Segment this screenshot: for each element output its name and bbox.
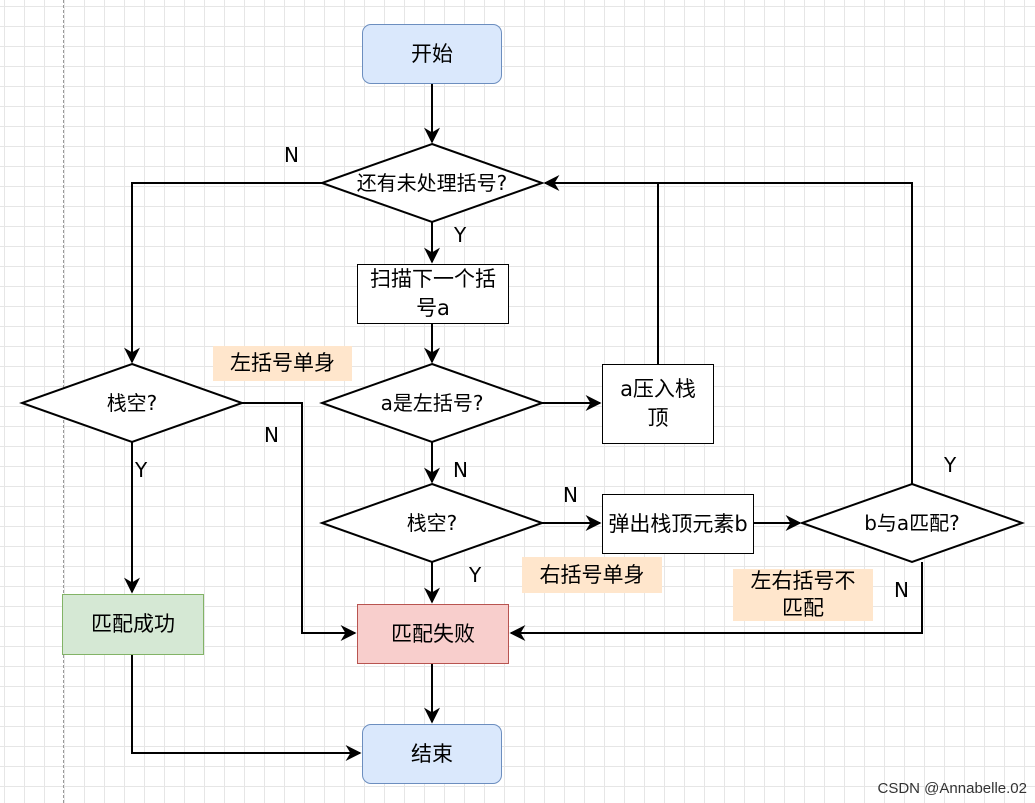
edge-stackempty-left-no [242,402,357,641]
label-n-mid-not-empty: N [563,483,578,507]
note-right-single: 右括号单身 [522,557,662,593]
edge-match-yes-loop [658,182,913,484]
end-node: 结束 [362,724,502,784]
is-left-bracket-decision: a是左括号? [380,390,484,415]
stack-empty-mid-decision: 栈空? [406,510,458,535]
label-y-has-more: Y [454,223,467,247]
label-n-not-left: N [453,458,468,482]
edge-push-loop [543,175,659,364]
stack-empty-left-decision: 栈空? [106,390,158,415]
label-n-no-more: N [284,143,299,167]
label-y-match: Y [944,453,957,477]
edge-success-to-end [131,655,362,761]
start-node: 开始 [362,24,502,84]
label-n-stack-not-empty: N [264,423,279,447]
edge-check-no-to-stackempty [124,182,322,364]
note-left-single: 左括号单身 [213,346,352,381]
note-mismatch: 左右括号不匹配 [733,569,873,621]
scan-next-process: 扫描下一个括号a [357,264,509,324]
match-decision: b与a匹配? [864,510,960,535]
push-stack-process: a压入栈顶 [602,364,714,444]
label-y-stack-empty: Y [135,458,148,482]
label-y-mid-empty: Y [469,563,482,587]
pop-top-process: 弹出栈顶元素b [602,494,754,554]
decision-match-shape [799,482,1025,564]
watermark: CSDN @Annabelle.02 [877,780,1027,797]
match-success-node: 匹配成功 [62,594,204,655]
edge-match-no-to-fail [509,562,923,641]
match-fail-node: 匹配失败 [357,604,509,664]
label-n-no-match: N [894,578,909,602]
has-unprocessed-decision: 还有未处理括号? [356,170,508,195]
